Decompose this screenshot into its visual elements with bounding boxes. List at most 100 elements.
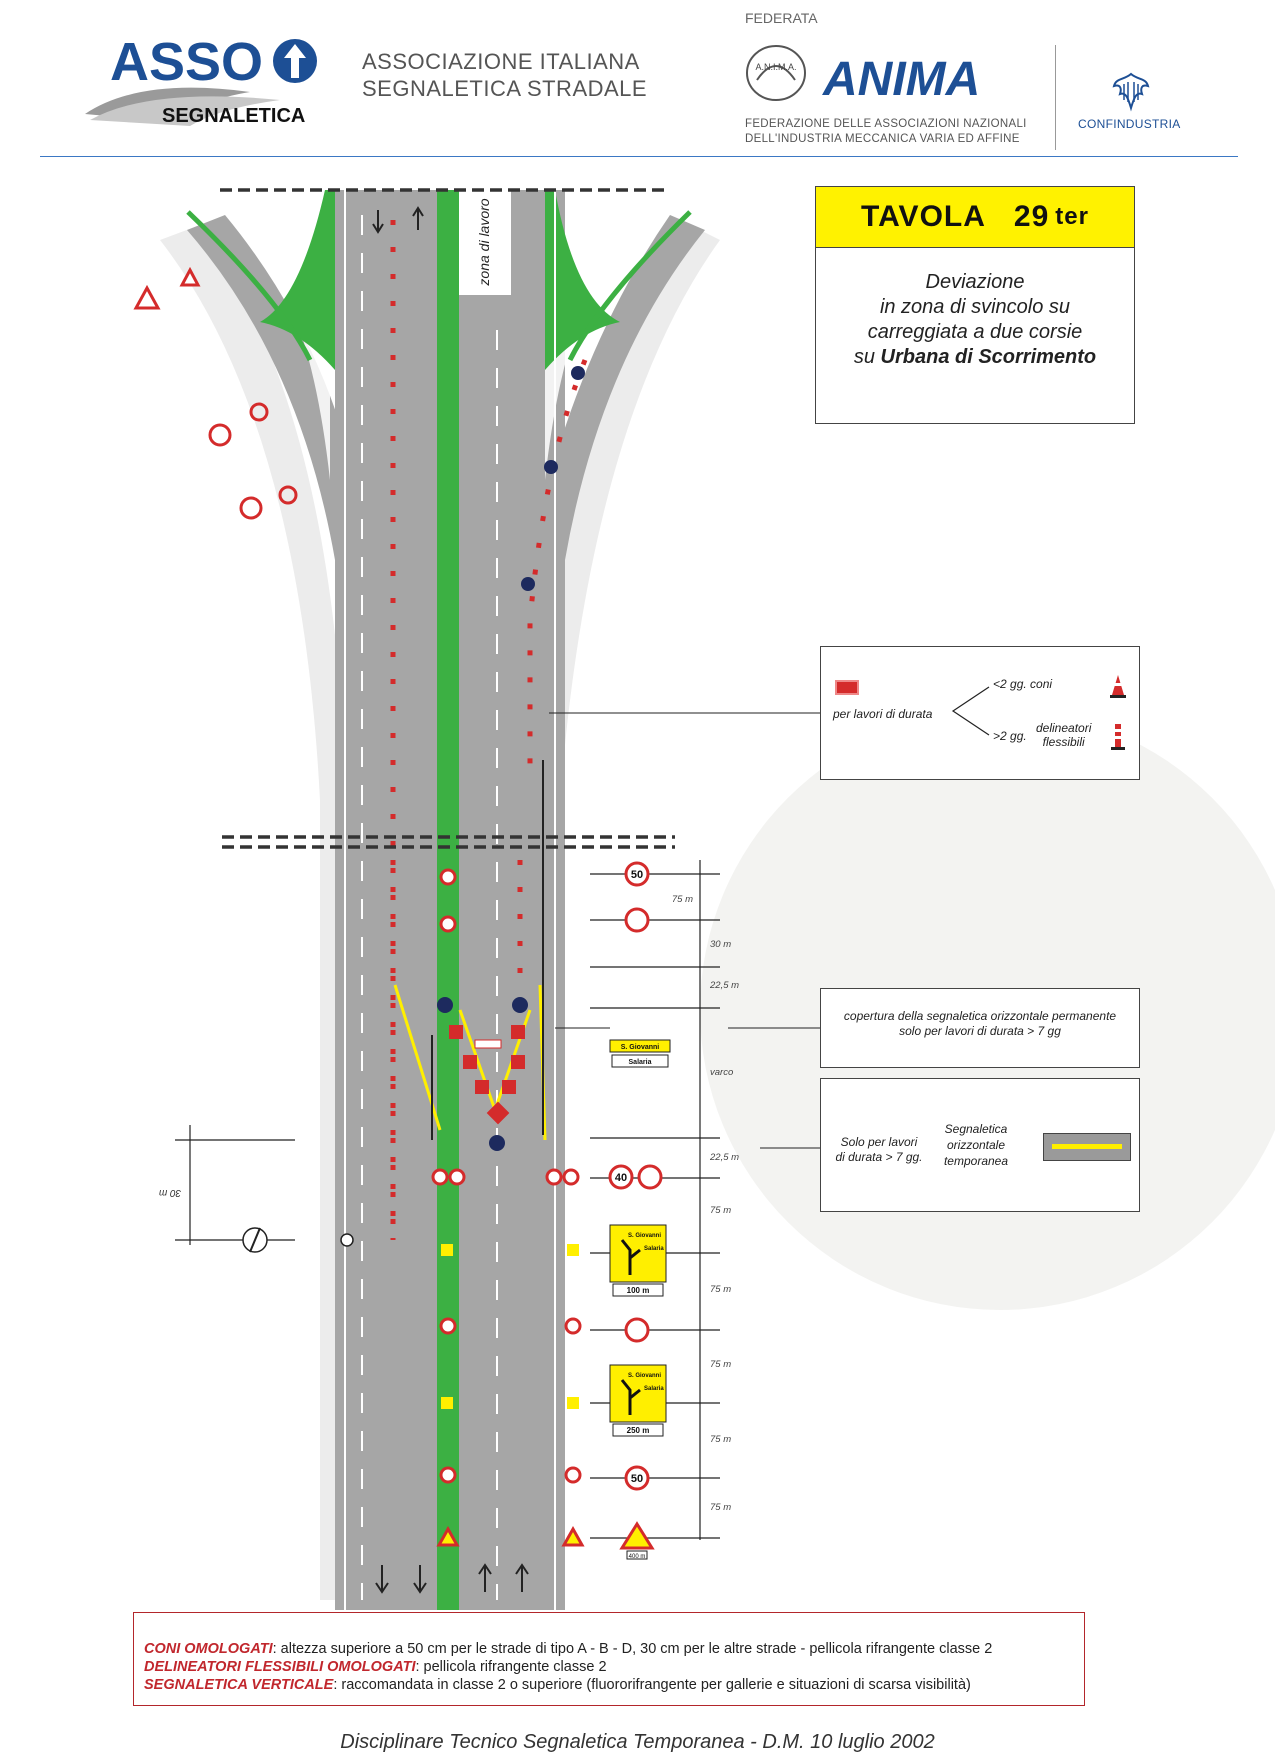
tavola-desc-line-3: carreggiata a due corsie (867, 321, 1083, 343)
footer-notes-box: CONI OMOLOGATI: altezza superiore a 50 c… (133, 1612, 1085, 1706)
chevron-sign-4 (511, 1055, 525, 1069)
flexible-delineator-icon (1111, 724, 1125, 750)
no-overtaking-sign-1 (624, 907, 650, 933)
devices-short-option: <2 gg. coni (993, 677, 1053, 691)
chevron-sign-2 (511, 1025, 525, 1039)
header-divider (1055, 45, 1056, 150)
keep-left-sign (437, 997, 453, 1013)
association-name: ASSOCIAZIONE ITALIANA SEGNALETICA STRADA… (362, 48, 647, 102)
left-green-island (260, 190, 335, 370)
svg-text:S. Giovanni: S. Giovanni (628, 1233, 661, 1239)
svg-text:ASSO: ASSO (110, 32, 263, 92)
direction-arrow-salaria (611, 1054, 669, 1068)
svg-text:S. Giovanni: S. Giovanni (628, 1373, 661, 1379)
roadworks-warning-sign (619, 1521, 655, 1550)
no-overtaking-sign-2 (637, 1164, 663, 1190)
cone-row-diverge (527, 359, 588, 770)
lane-arrow-up-top (412, 206, 424, 230)
chevron-sign-1 (449, 1025, 463, 1039)
lane-arrow-down-1 (375, 1565, 389, 1594)
speed-limit-50-sign-2 (624, 1465, 650, 1491)
devices-label: per lavori di durata (833, 707, 933, 721)
svg-text:Salaria: Salaria (629, 1059, 652, 1066)
dist-label-9: 75 m (710, 1502, 731, 1513)
dist-label-3: 22,5 m (709, 980, 739, 991)
work-zone-label: zona di lavoro (476, 198, 492, 286)
warning-triangle-ramp (179, 266, 201, 287)
association-line-1: ASSOCIAZIONE ITALIANA (362, 49, 640, 74)
confindustria-eagle-icon (1110, 70, 1152, 112)
chevron-sign-3 (463, 1055, 477, 1069)
dist-label-8: 75 m (710, 1434, 731, 1445)
anima-federation-text: FEDERAZIONE DELLE ASSOCIAZIONI NAZIONALI… (745, 117, 1027, 147)
no-overtaking-sign-left-2 (278, 485, 298, 505)
legend-bracket (951, 686, 990, 736)
keep-right-sign-4 (512, 997, 528, 1013)
svg-text:50: 50 (631, 869, 643, 881)
svg-text:ANIMA: ANIMA (822, 53, 980, 106)
no-overtaking-sign-3 (624, 1317, 650, 1343)
dist-label-7: 75 m (710, 1359, 731, 1370)
legend-devices: per lavori di durata <2 gg. coni >2 gg. … (820, 646, 1140, 780)
association-line-2: SEGNALETICA STRADALE (362, 76, 648, 101)
work-zone-box (459, 190, 511, 295)
legend-cover: copertura della segnaletica orizzontale … (820, 988, 1140, 1068)
tavola-desc-line-1: Deviazione (925, 271, 1025, 293)
svg-text:250 m: 250 m (627, 1426, 650, 1435)
cover-line-1: copertura della segnaletica orizzontale … (843, 1009, 1117, 1023)
speed-limit-50-ramp (239, 496, 263, 520)
lane-arrow-down-2 (413, 1565, 427, 1594)
svg-text:S. Giovanni: S. Giovanni (621, 1044, 660, 1051)
keep-right-sign-1 (571, 366, 585, 380)
barrier-diamond (486, 1101, 510, 1125)
dist-label-2: 30 m (710, 939, 731, 950)
tavola-suffix: ter (1055, 203, 1089, 230)
lane-arrow-down-top (372, 210, 384, 234)
roadworks-warning-sign-ramp (133, 284, 161, 310)
chevron-sign-5 (475, 1080, 489, 1094)
tavola-desc-line-2: in zona di svincolo su (879, 296, 1071, 318)
tavola-number: 29 (1013, 200, 1050, 233)
speed-limit-40-sign (608, 1164, 634, 1190)
device-marker-icon (835, 680, 859, 695)
temp-light-marker (340, 1233, 354, 1247)
svg-text:Salaria: Salaria (644, 1386, 664, 1392)
anima-logo: A.N.I.M.A. ANIMA (745, 40, 1045, 110)
tavola-title: TAVOLA (861, 200, 986, 233)
left-dist-30: 30 m (159, 1187, 181, 1198)
header-rule (40, 156, 1238, 157)
note-coni: CONI OMOLOGATI: altezza superiore a 50 c… (144, 1641, 993, 1657)
dist-label-1: 75 m (672, 894, 693, 905)
tavola-description: Deviazione in zona di svincolo su carreg… (816, 248, 1134, 370)
dist-label-varco: varco (710, 1067, 733, 1078)
speed-limit-50-sign-1 (624, 861, 650, 887)
tavola-desc-line-4: su Urbana di Scorrimento (853, 346, 1097, 368)
legend-temp: Solo per lavori di durata > 7 gg. Segnal… (820, 1078, 1140, 1212)
svg-text:400 m: 400 m (629, 1554, 646, 1560)
note-segnaletica: SEGNALETICA VERTICALE: raccomandata in c… (144, 1677, 971, 1693)
svg-text:A.N.I.M.A.: A.N.I.M.A. (755, 62, 796, 72)
right-green-island (545, 190, 620, 370)
temp-left-text: Solo per lavori di durata > 7 gg. (835, 1135, 923, 1164)
cover-line-2: solo per lavori di durata > 7 gg (899, 1024, 1061, 1038)
cone-icon (1110, 675, 1126, 698)
temp-right-text: Segnaletica orizzontale temporanea (943, 1122, 1009, 1168)
svg-text:100 m: 100 m (627, 1286, 650, 1295)
svg-text:50: 50 (631, 1473, 643, 1485)
devices-long-prefix: >2 gg. (993, 729, 1027, 743)
lane-arrow-up-1 (478, 1563, 492, 1592)
lane-arrow-up-2 (515, 1563, 529, 1592)
federation-line-1: FEDERAZIONE DELLE ASSOCIAZIONI NAZIONALI (745, 118, 1027, 130)
dist-label-6: 75 m (710, 1284, 731, 1295)
footer-title: Disciplinare Tecnico Segnaletica Tempora… (340, 1731, 935, 1753)
keep-right-sign-2 (544, 460, 558, 474)
svg-text:40: 40 (615, 1172, 627, 1184)
federata-label: FEDERATA (745, 10, 818, 26)
dist-label-4: 22,5 m (709, 1152, 739, 1163)
svg-text:SEGNALETICA: SEGNALETICA (162, 105, 305, 127)
federation-line-2: DELL'INDUSTRIA MECCANICA VARIA ED AFFINE (745, 133, 1020, 145)
chevron-sign-6 (502, 1080, 516, 1094)
dist-label-5: 75 m (710, 1205, 731, 1216)
